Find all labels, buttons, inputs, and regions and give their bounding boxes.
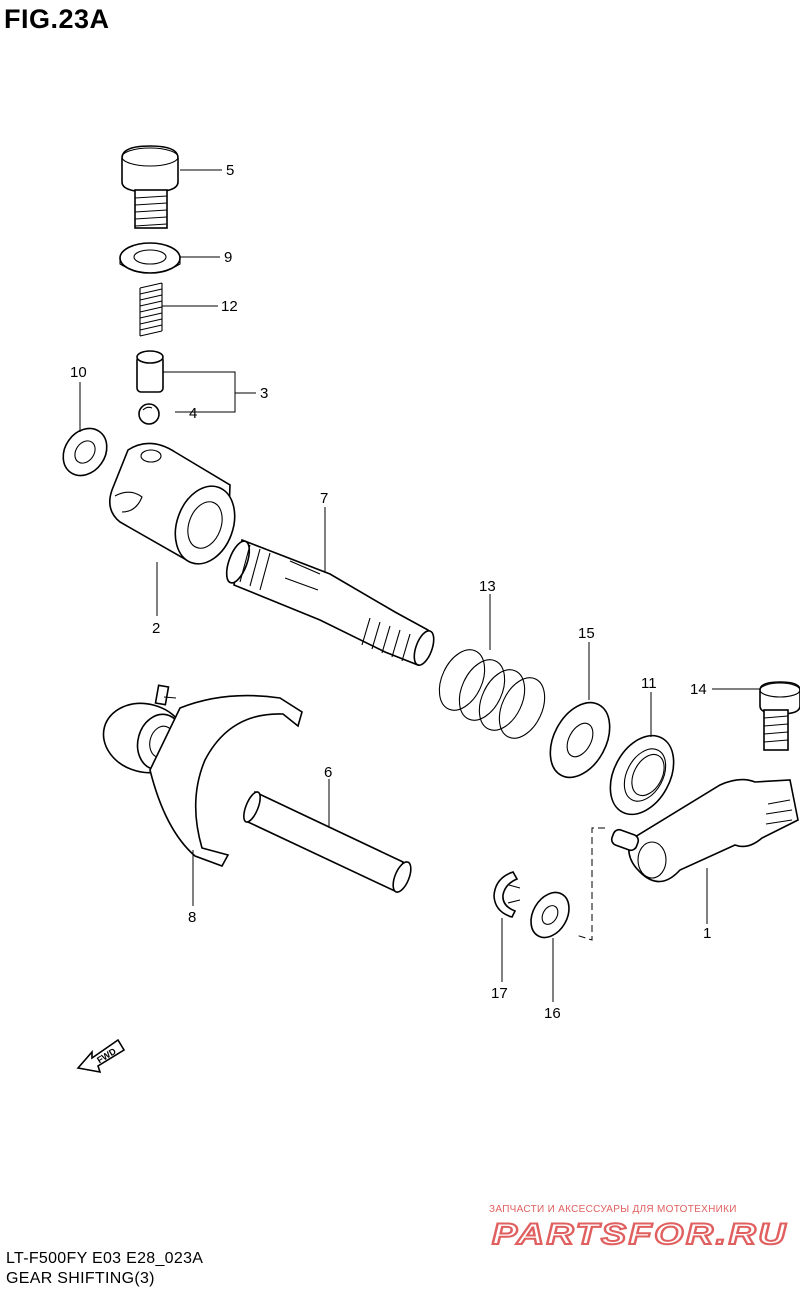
part-12-spring[interactable] bbox=[139, 282, 163, 337]
callout-12: 12 bbox=[221, 298, 238, 315]
part-16-washer[interactable] bbox=[523, 886, 576, 945]
callout-10: 10 bbox=[70, 364, 87, 381]
fwd-direction-arrow: FWD bbox=[76, 1038, 126, 1074]
part-13-spring[interactable] bbox=[430, 643, 553, 746]
part-9-washer[interactable] bbox=[119, 242, 181, 274]
watermark-logo: PARTSFOR.RU bbox=[491, 1217, 788, 1251]
part-4-ball[interactable] bbox=[138, 403, 160, 425]
figure-title: FIG.23A bbox=[4, 4, 110, 34]
callout-3: 3 bbox=[260, 385, 268, 402]
callout-1: 1 bbox=[703, 925, 711, 942]
callout-5: 5 bbox=[226, 162, 234, 179]
callout-11: 11 bbox=[641, 675, 657, 692]
callout-6: 6 bbox=[324, 764, 332, 781]
part-5-bolt[interactable] bbox=[121, 145, 179, 229]
part-6-fork-shaft[interactable] bbox=[240, 790, 414, 895]
part-2-stopper[interactable] bbox=[109, 442, 245, 572]
callout-2: 2 bbox=[152, 620, 160, 637]
callout-4: 4 bbox=[189, 405, 197, 422]
part-10-washer[interactable] bbox=[54, 420, 115, 484]
callout-7: 7 bbox=[320, 490, 328, 507]
part-14-bolt[interactable] bbox=[759, 681, 800, 751]
callout-15: 15 bbox=[578, 625, 595, 642]
part-15-washer[interactable] bbox=[538, 692, 621, 787]
callout-16: 16 bbox=[544, 1005, 561, 1022]
page-name: GEAR SHIFTING(3) bbox=[6, 1270, 155, 1287]
callout-8: 8 bbox=[188, 909, 196, 926]
part-3-pin-cylinder[interactable] bbox=[136, 350, 164, 393]
part-17-e-clip[interactable] bbox=[493, 871, 521, 918]
part-7-shift-shaft[interactable] bbox=[222, 538, 438, 667]
callout-17: 17 bbox=[491, 985, 508, 1002]
part-1-shift-arm[interactable] bbox=[610, 778, 799, 883]
part-11-oil-seal[interactable] bbox=[598, 725, 687, 825]
watermark-tagline: ЗАПЧАСТИ И АКСЕССУАРЫ ДЛЯ МОТОТЕХНИКИ bbox=[489, 1204, 737, 1215]
callout-9: 9 bbox=[224, 249, 232, 266]
callout-14: 14 bbox=[690, 681, 707, 698]
callout-13: 13 bbox=[479, 578, 496, 595]
leader-lines bbox=[79, 169, 760, 1002]
watermark-logo-text: PARTSFOR.RU bbox=[492, 1218, 788, 1251]
callout-labels: 5 9 12 3 4 10 2 7 13 15 11 14 1 6 8 17 1… bbox=[70, 162, 711, 1022]
part-8-shift-fork[interactable] bbox=[96, 684, 303, 867]
model-code: LT-F500FY E03 E28_023A bbox=[6, 1250, 204, 1267]
